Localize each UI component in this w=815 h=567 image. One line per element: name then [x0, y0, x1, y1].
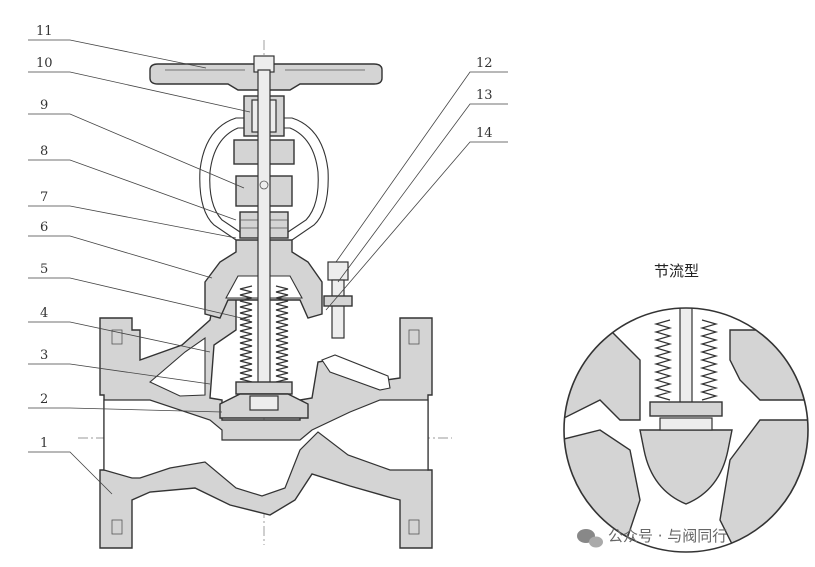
bolt-washer: [323, 295, 353, 307]
inset-throttle-plug: [639, 429, 733, 505]
gland-bolt-nut: [327, 261, 349, 281]
leader-line-1: [28, 451, 113, 495]
part-label: 3: [40, 348, 48, 363]
part-label: 5: [40, 262, 48, 277]
stem-pin: [259, 180, 269, 190]
part-label: 6: [40, 220, 48, 235]
part-label: 1: [40, 436, 48, 451]
yoke-arm-right-inner: [280, 127, 319, 233]
inset-circle: [563, 307, 809, 553]
leader-line-8: [28, 159, 237, 221]
flange-bolt-hole: [111, 519, 123, 535]
inset-title: 节流型: [654, 262, 699, 280]
watermark: 公众号 · 与阀同行: [577, 527, 727, 548]
part-label: 4: [40, 306, 48, 321]
part-label: 7: [40, 190, 48, 205]
bellows: [275, 285, 289, 383]
valve-assembly: [78, 40, 452, 549]
leader-line-3: [28, 363, 211, 385]
leader-line-5: [28, 277, 251, 321]
part-label: 2: [40, 392, 48, 407]
leader-line-2: [28, 407, 223, 413]
leader-line-11: [28, 39, 207, 69]
leader-line-4: [28, 321, 211, 353]
flow-passage: [103, 399, 429, 497]
inset-disc-holder: [649, 401, 723, 417]
part-label: 8: [40, 144, 48, 159]
leader-line-14: [325, 141, 508, 311]
gland-bolt: [331, 279, 345, 339]
yoke-arm-left: [199, 117, 248, 241]
part-label: 11: [36, 24, 53, 39]
part-label: 14: [476, 126, 493, 141]
inset-plug-nut: [659, 417, 713, 431]
disc-nut: [249, 395, 279, 411]
valve-stem: [257, 69, 271, 401]
flange-bolt-hole: [111, 329, 123, 345]
leader-line-13: [337, 103, 508, 283]
leader-line-6: [28, 235, 213, 279]
leader-line-10: [28, 71, 251, 113]
watermark-text: 公众号 · 与阀同行: [608, 527, 727, 545]
inset-bellows: [699, 319, 719, 401]
part-label: 9: [40, 98, 48, 113]
leader-line-9: [28, 113, 245, 189]
part-label: 12: [476, 56, 493, 71]
wechat-icon: [577, 529, 603, 548]
part-label: 13: [476, 88, 493, 103]
leader-lines: [28, 39, 508, 495]
leader-line-12: [335, 71, 508, 263]
flange-bolt-hole: [408, 329, 420, 345]
part-labels: 11 10 9 8 7 6 5 4 3 2 1 12 13 14: [36, 24, 493, 451]
inset-bellows: [653, 319, 673, 401]
bellows: [239, 285, 253, 383]
body-cavity-right: [321, 354, 391, 391]
inset-stem: [679, 308, 693, 416]
leader-line-7: [28, 205, 237, 239]
bellows-base: [235, 381, 293, 395]
throttle-detail-inset: 节流型: [563, 262, 809, 553]
flange-bolt-hole: [408, 519, 420, 535]
yoke-arm-right: [280, 117, 329, 241]
part-label: 10: [36, 56, 53, 71]
